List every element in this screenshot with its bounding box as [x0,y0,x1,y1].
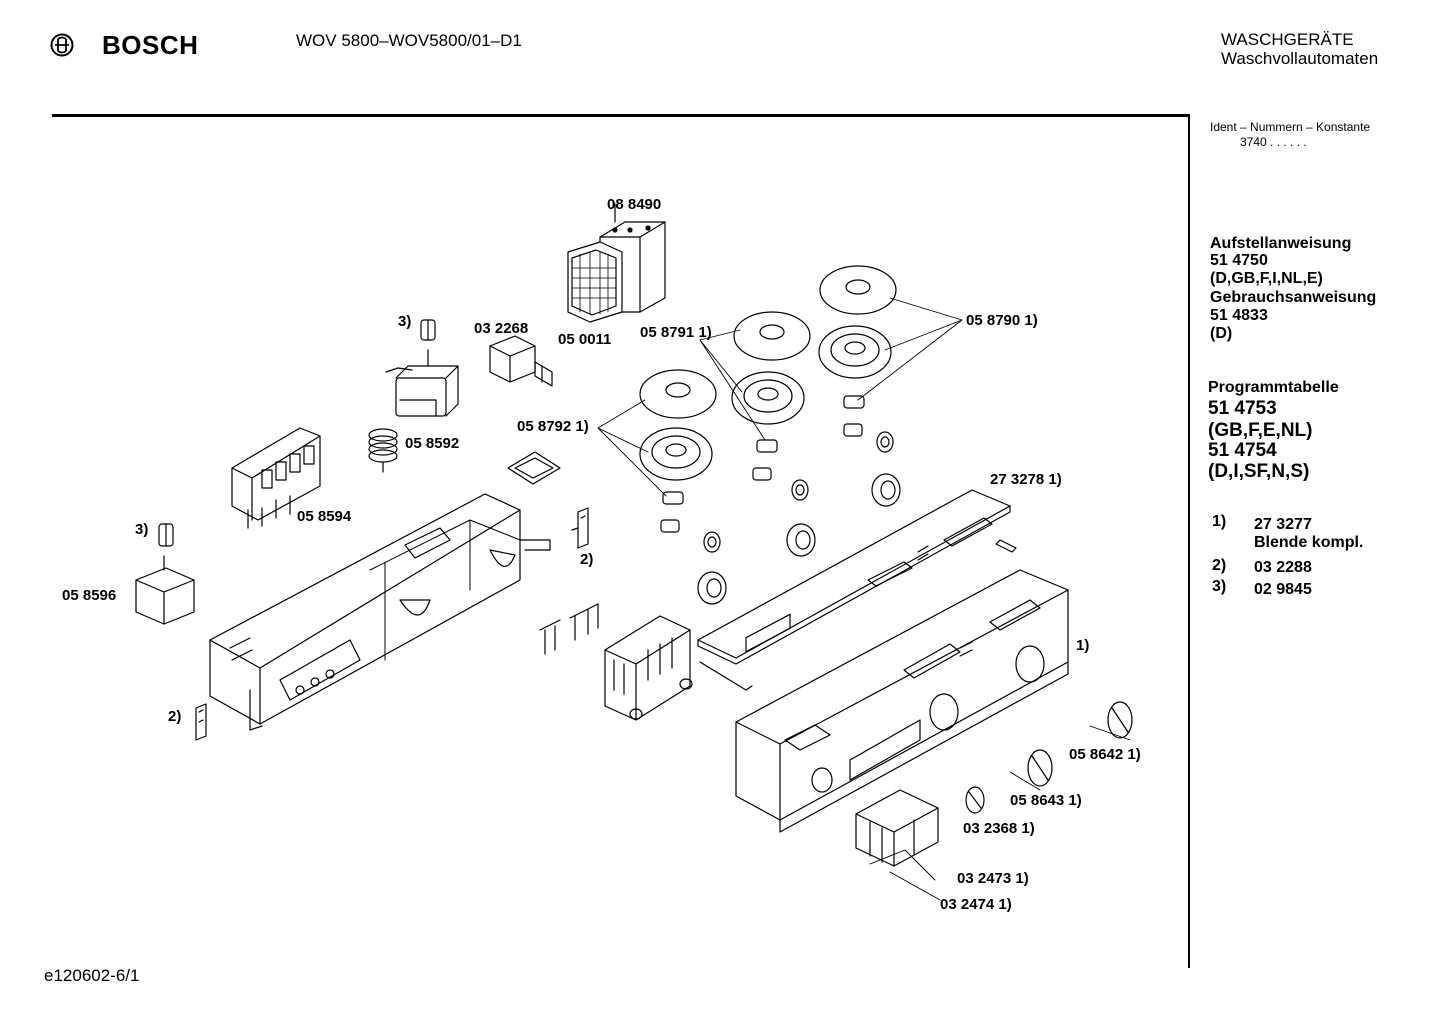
gear-part [872,474,900,506]
part-label: 05 8642 1) [1069,746,1141,763]
programm-title: Programmtabelle [1208,379,1339,396]
gebrauch-langs: (D) [1210,325,1233,342]
brand-name: BOSCH [102,30,199,60]
part-label: 05 8791 1) [640,324,712,341]
part-label: 03 2368 1) [963,820,1035,837]
bracket-part [753,440,777,480]
part-label: 3) [398,313,412,330]
seal-disc-part [640,428,712,480]
part-label: 1) [1076,637,1090,654]
programm-langs-2: (D,I,SF,N,S) [1208,461,1310,482]
bracket-part [844,396,864,436]
motor-part [369,350,458,472]
gear-part [698,572,726,604]
clip-part [196,704,206,740]
seal-disc-part [640,370,716,418]
footnote-description: Blende kompl. [1254,534,1364,551]
seal-disc-part [819,326,891,378]
seal-disc-part [820,266,896,314]
footnote-part: 03 2288 [1254,559,1312,576]
part-label: 03 2473 1) [957,870,1029,887]
gear-part [877,432,893,452]
part-label: 3) [135,521,149,538]
panel-strip-part [698,490,1016,690]
part-label: 05 8592 [405,435,460,452]
part-label: 03 2268 [474,320,529,337]
leader-lines [598,298,962,496]
gebrauch-title: Gebrauchsanweisung [1210,289,1377,306]
aufstell-number: 51 4750 [1210,252,1268,269]
footer-code: e120602-6/1 [44,966,140,985]
cap-part [159,524,173,546]
seal-disc-part [734,312,810,360]
sidebar-divider [1188,116,1190,968]
footnote-mark: 1) [1212,513,1227,530]
push-button-part [856,790,938,866]
part-label: 2) [168,708,182,725]
gear-part [704,532,720,552]
leader-lines [870,726,1130,900]
footnote-mark: 2) [1212,557,1227,574]
gear-part [792,480,808,500]
selector-knob-part [136,556,194,624]
part-label: 27 3278 1) [990,471,1062,488]
part-label: 05 8594 [297,508,352,525]
clip-part [572,508,588,548]
programm-langs-1: (GB,F,E,NL) [1208,420,1313,441]
part-label: 2) [580,551,594,568]
ident-value: 3740 . . . . . . [1240,135,1307,149]
ident-heading: Ident – Nummern – Konstante [1210,120,1371,134]
part-label: 03 2474 1) [940,896,1012,913]
control-frame-part [210,494,550,730]
part-label: 05 8792 1) [517,418,589,435]
bracket-part [661,492,683,532]
programmer-unit-part [568,204,665,322]
programm-number-1: 51 4753 [1208,398,1277,419]
category-title: WASCHGERÄTE [1221,30,1354,49]
bosch-logo-icon [50,33,74,62]
switch-part [490,336,552,386]
control-panel-part [736,570,1068,832]
programm-number-2: 51 4754 [1208,440,1277,461]
gear-part [787,524,815,556]
part-label: 05 8596 [62,587,117,604]
gebrauch-number: 51 4833 [1210,307,1268,324]
knob-part [966,787,984,813]
knob-part [1108,702,1132,738]
contact-clip-part [540,604,598,654]
switch-bank-part [605,616,692,720]
footnote-mark: 3) [1212,578,1227,595]
aufstell-langs: (D,GB,F,I,NL,E) [1210,270,1323,287]
footnote-part: 27 3277 [1254,516,1312,533]
model-title: WOV 5800–WOV5800/01–D1 [296,31,522,50]
aufstell-title: Aufstellanweisung [1210,235,1352,252]
part-label: 05 0011 [558,331,612,348]
part-label: 08 8490 [607,196,662,213]
seal-part [508,452,560,484]
header-divider [52,114,1190,117]
seal-disc-part [732,372,804,424]
cap-part [421,320,435,340]
footnote-part: 02 9845 [1254,581,1312,598]
category-subtitle: Waschvollautomaten [1221,49,1379,68]
relay-block-part [232,428,320,528]
part-label: 05 8643 1) [1010,792,1082,809]
knob-part [1028,750,1052,786]
part-label: 05 8790 1) [966,312,1038,329]
